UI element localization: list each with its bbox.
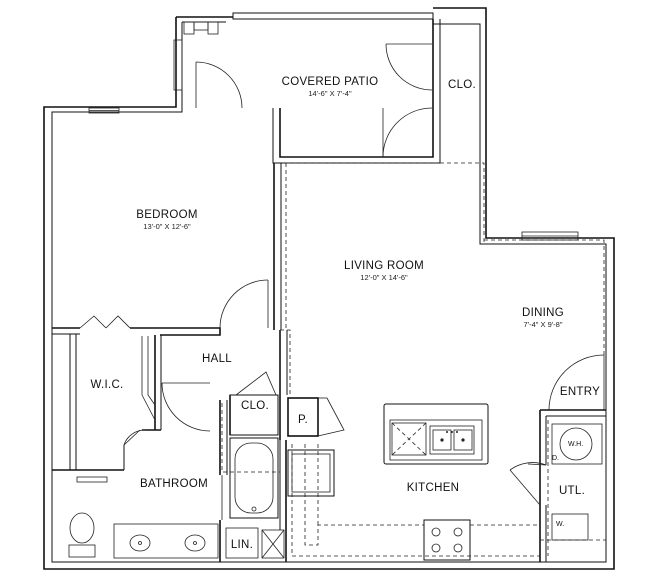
dryer-label: D. — [552, 455, 559, 462]
kitchen-label: KITCHEN — [407, 482, 460, 494]
bedroom-label: BEDROOM — [136, 209, 198, 221]
washer — [551, 513, 589, 541]
dining-dimensions: 7'-4" X 9'-8" — [523, 320, 562, 329]
exterior-walls — [43, 7, 615, 570]
entry-label: ENTRY — [560, 386, 600, 398]
refrigerator — [287, 449, 335, 497]
kitchen-island — [383, 403, 489, 465]
wic-label: W.I.C. — [90, 379, 123, 391]
windows — [76, 39, 579, 483]
interior-walls — [52, 163, 606, 562]
range — [423, 519, 471, 561]
bathroom-fixtures — [68, 437, 285, 559]
washer-label: W. — [556, 521, 564, 528]
bedroom-dimensions: 13'-0" X 12'-6" — [143, 222, 191, 231]
closet-shelving — [141, 336, 156, 421]
linen-label: LIN. — [231, 539, 253, 551]
water-heater — [559, 427, 593, 461]
living-room-dimensions: 12'-0" X 14'-6" — [360, 273, 408, 282]
dishwasher — [391, 422, 427, 456]
pantry-label: P. — [298, 414, 308, 426]
patio-dimensions: 14'-6" X 7'-4" — [308, 89, 352, 98]
patio-closet-label: CLO. — [448, 79, 476, 91]
patio-label: COVERED PATIO — [282, 76, 379, 88]
water-heater-label: W.H. — [568, 441, 583, 448]
utility-label: UTL. — [559, 485, 585, 497]
hall-closet-label: CLO. — [241, 400, 269, 412]
kitchen-sink — [429, 425, 475, 455]
utility-fixtures — [551, 423, 603, 541]
room-labels: COVERED PATIO 14'-6" X 7'-4" CLO. BEDROO… — [90, 76, 600, 551]
doors — [79, 43, 605, 520]
living-room-label: LIVING ROOM — [344, 260, 424, 272]
toilet — [69, 512, 95, 544]
bathroom-label: BATHROOM — [140, 478, 208, 490]
hall-label: HALL — [202, 353, 232, 365]
kitchen-fixtures — [287, 403, 489, 561]
bathtub — [229, 437, 279, 519]
dining-label: DINING — [522, 307, 564, 319]
vanity — [113, 523, 219, 559]
